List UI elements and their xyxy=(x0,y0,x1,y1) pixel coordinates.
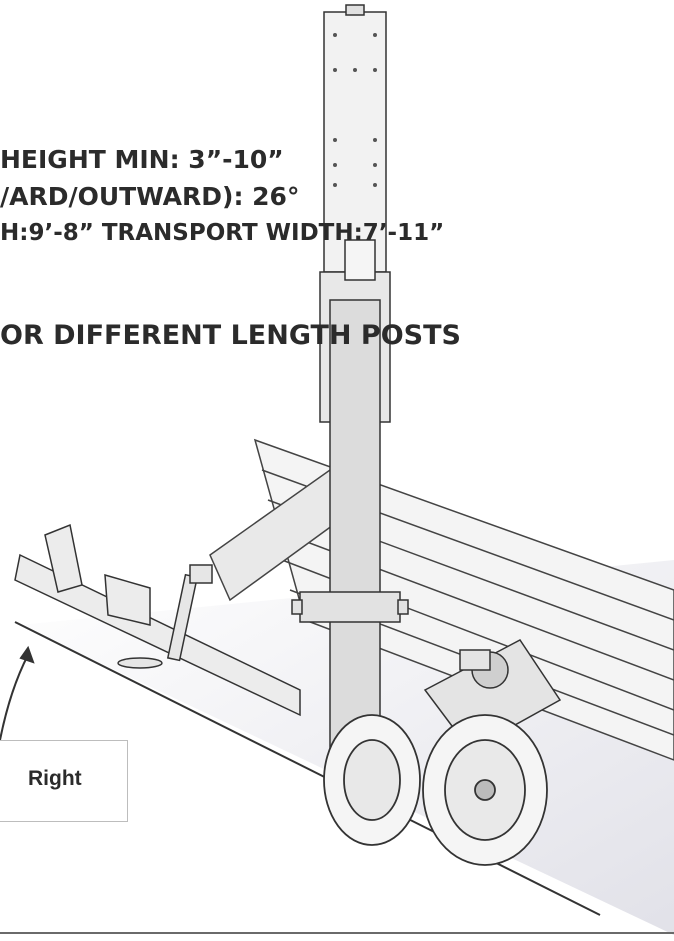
spec-post-length: OR DIFFERENT LENGTH POSTS xyxy=(0,320,461,351)
mast xyxy=(319,4,391,801)
mast-bolts xyxy=(333,33,377,187)
jack-stand xyxy=(117,564,213,669)
mast-clamp xyxy=(291,591,409,623)
trailer-tongue xyxy=(14,523,301,717)
front-wheel xyxy=(323,714,421,846)
callout-box: Right xyxy=(0,740,128,822)
bottom-rule xyxy=(0,932,674,934)
slope-line xyxy=(14,621,601,916)
spec-angle: /ARD/OUTWARD): 26° xyxy=(0,182,300,211)
callout-label: Right xyxy=(28,767,82,790)
rear-wheel xyxy=(422,714,548,866)
angle-arrow xyxy=(0,645,35,741)
spec-width: H:9’-8” TRANSPORT WIDTH:7’-11” xyxy=(0,220,445,246)
spec-height-min: HEIGHT MIN: 3”-10” xyxy=(0,145,284,174)
